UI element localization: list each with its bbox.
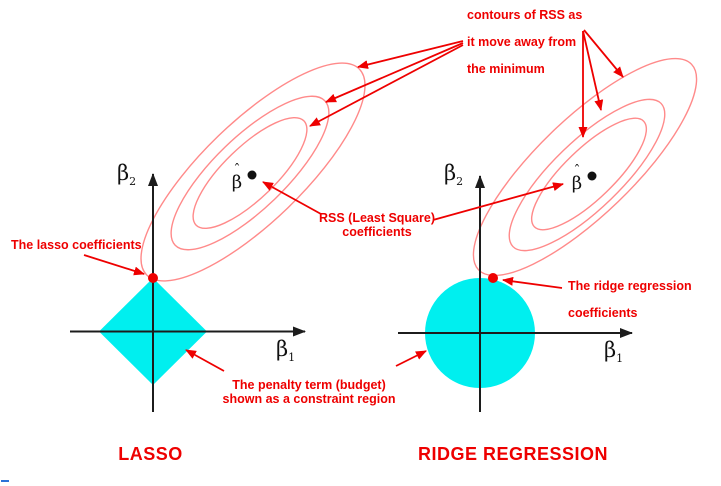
- beta-hat-label-right: ˆ β: [569, 163, 585, 194]
- rss-contour-middle-right: [508, 98, 666, 252]
- rss-coefficients-arrow-right: [432, 182, 564, 221]
- ridge-coefficients-label: The ridge regression coefficients: [568, 279, 692, 321]
- contours-note: contours of RSS as it move away from the…: [467, 8, 583, 77]
- penalty-note: The penalty term (budget) shown as a con…: [217, 378, 401, 406]
- penalty-arrow-left: [185, 349, 225, 372]
- contours-note-line3: the minimum: [467, 62, 545, 76]
- hat-accent: ˆ: [233, 162, 241, 178]
- lasso-title: LASSO: [118, 444, 183, 464]
- contours-note-line2: it move away from: [467, 35, 577, 49]
- beta-symbol: β: [276, 337, 289, 361]
- rss-coefficients-arrow-left: [262, 181, 322, 215]
- contour-arrow-right-outer: [583, 29, 624, 78]
- lasso-solution-point: [148, 273, 158, 283]
- lasso-coefficients-arrow: [83, 254, 145, 276]
- y-axis-label-right: β2: [444, 161, 463, 187]
- ridge-coefficients-arrow: [502, 276, 563, 289]
- artifact-mark: [1, 480, 9, 482]
- beta-hat-label-left: ˆ β: [229, 162, 245, 193]
- rss-coefficients-label: RSS (Least Square) coefficients: [318, 211, 436, 239]
- beta-symbol: β: [571, 173, 583, 194]
- ridge-solution-point: [488, 273, 498, 283]
- ridge-regression-title: RIDGE REGRESSION: [417, 444, 609, 464]
- beta-symbol: β: [117, 161, 130, 185]
- rss-contour-inner-right: [530, 117, 648, 231]
- rss-contour-outer-right: [472, 57, 698, 277]
- beta-symbol: β: [604, 338, 617, 362]
- penalty-arrow-right: [395, 350, 427, 367]
- beta-symbol: β: [231, 172, 243, 193]
- rss-coefficients-line1: RSS (Least Square): [318, 211, 435, 225]
- rss-contour-inner-left: [192, 116, 308, 230]
- rss-coefficients-line2: coefficients: [342, 224, 412, 239]
- rss-contour-outer-left: [140, 62, 366, 282]
- rss-contour-middle-left: [170, 95, 330, 251]
- beta-subscript: 2: [456, 175, 464, 189]
- contour-arrow-left-middle: [325, 42, 464, 103]
- x-axis-label-right: β1: [604, 338, 623, 364]
- contour-arrow-left-outer: [357, 40, 464, 69]
- penalty-note-line1: The penalty term (budget): [232, 378, 386, 392]
- ridge-coefficients-line1: The ridge regression: [568, 279, 692, 293]
- contour-arrow-left-inner: [309, 44, 464, 127]
- x-axis-label-left: β1: [276, 337, 295, 363]
- beta-symbol: β: [444, 161, 457, 185]
- ridge-coefficients-line2: coefficients: [568, 306, 638, 320]
- contours-note-line1: contours of RSS as: [467, 8, 583, 22]
- rss-minimum-point-right: [587, 171, 597, 181]
- y-axis-label-left: β2: [117, 161, 136, 187]
- beta-subscript: 1: [288, 351, 296, 365]
- hat-accent: ˆ: [573, 163, 581, 179]
- contour-arrow-right-inner: [582, 30, 604, 111]
- rss-minimum-point-left: [247, 170, 257, 180]
- lasso-coefficients-label: The lasso coefficients: [11, 238, 142, 252]
- beta-subscript: 1: [616, 352, 624, 366]
- penalty-note-line2: shown as a constraint region: [222, 391, 396, 406]
- beta-subscript: 2: [129, 175, 137, 189]
